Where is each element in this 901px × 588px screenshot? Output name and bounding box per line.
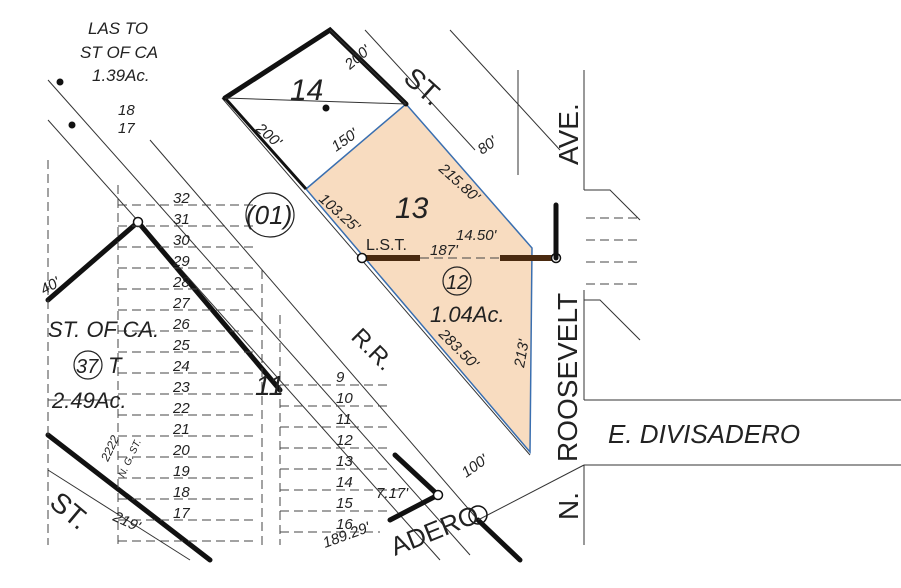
street-n: N. [553, 492, 584, 520]
dim-80: 80' [475, 132, 502, 158]
block-point-a [132, 216, 144, 228]
parcel-14-line [329, 29, 407, 105]
parcel-01-circle [245, 192, 295, 238]
lot-number: 21 [172, 421, 190, 438]
dim-187: 187' [430, 242, 459, 259]
street-edge-2 [449, 29, 561, 151]
lot-number: 18 [118, 102, 135, 119]
parcel-37-suffix: T [108, 353, 123, 378]
street-ave: AVE. [553, 103, 584, 165]
lot-number: 25 [172, 337, 190, 354]
lst-point-west [356, 252, 368, 264]
right-block-2 [584, 299, 641, 341]
lot-number: 11 [336, 411, 352, 428]
lot-lines-left [117, 185, 263, 545]
dim-213: 213' [511, 337, 533, 370]
n-g-street-edge [47, 469, 191, 561]
lot-number: 20 [172, 442, 190, 459]
block-point-b [432, 489, 444, 501]
lot-number: 18 [173, 484, 190, 501]
dim-40: 40' [38, 273, 64, 298]
lst-label: L.S.T. [366, 237, 407, 254]
lot-lines-right [47, 160, 400, 545]
lot-number: 24 [172, 358, 190, 375]
block-bold-right [392, 452, 441, 498]
lot-number: 23 [172, 379, 190, 396]
parcel-12-label: 12 [446, 272, 468, 294]
parcel-14-label: 14 [290, 74, 323, 107]
lot-number: 30 [173, 232, 190, 249]
lot-numbers-left: 32 31 30 29 28 27 26 25 24 23 22 21 20 19 18 17 [172, 190, 190, 522]
parcel-14-point [322, 104, 330, 112]
lot-number: 31 [173, 211, 190, 228]
parcel-37-label: 37 [76, 356, 99, 378]
parcel-12-area: 1.04Ac. [430, 302, 505, 327]
parcel-37-area: 2.49Ac. [51, 388, 127, 413]
owner-st-of-ca-top: ST OF CA [80, 43, 158, 62]
street-roosevelt: ROOSEVELT [552, 293, 583, 462]
lot-number: 14 [336, 474, 353, 491]
highlighted-parcel[interactable] [304, 102, 533, 455]
survey-point-2 [68, 121, 76, 129]
street-adero: ADERO [386, 499, 483, 561]
street-st-left: ST. [44, 486, 95, 536]
parcel-14-bottom [223, 97, 308, 190]
parcel-13-label: 13 [395, 192, 429, 225]
lot-number: 27 [172, 295, 190, 312]
block-bold-low [475, 517, 523, 563]
lot-number: 10 [336, 390, 353, 407]
street-e-divisadero: E. DIVISADERO [608, 419, 800, 449]
lot-number: 13 [336, 453, 353, 470]
owner-st-of-ca-mid: ST. OF CA. [48, 317, 159, 342]
parcel-01-label: (01) [246, 200, 292, 230]
lot-number: 22 [172, 400, 190, 417]
street-edge [364, 29, 476, 151]
right-block [584, 189, 641, 221]
lot-number: 17 [173, 505, 190, 522]
block-bold-right-2 [387, 492, 441, 523]
lot-number: 17 [118, 120, 135, 137]
block-bottom-bold [45, 432, 213, 563]
railroad-centerline [47, 119, 441, 561]
street-rr: R.R. [346, 323, 399, 376]
lot-number: 32 [173, 190, 190, 207]
lot-number: 9 [336, 369, 345, 386]
railroad-line-outer [47, 79, 471, 556]
divisadero-circle [468, 505, 488, 525]
owner-las-top: LAS TO [88, 19, 148, 38]
parcel-12-circle [442, 266, 472, 296]
street-ng-st: N. G. ST. [117, 438, 144, 480]
divisadero-diag [477, 464, 585, 521]
lot-number: 28 [172, 274, 190, 291]
dim-100: 100' [459, 451, 493, 482]
survey-point-1 [56, 78, 64, 86]
railroad-boundary-right [221, 97, 531, 456]
area-top-left: 1.39Ac. [92, 66, 150, 85]
parcel-37-circle [73, 350, 103, 380]
parcel-14-divider [224, 97, 407, 105]
lot-number: 15 [336, 495, 353, 512]
lot-numbers-right: 9 10 11 12 13 14 15 16 [336, 369, 353, 533]
railroad-boundary-left [149, 139, 479, 521]
parcel-11-label: 11 [255, 370, 284, 401]
lot-number: 19 [173, 463, 190, 480]
lot-number: 26 [172, 316, 190, 333]
lot-number: 12 [336, 432, 353, 449]
lot-number: 16 [336, 516, 353, 533]
dim-14-50: 14.50' [456, 227, 498, 244]
lot-number: 29 [172, 253, 190, 270]
dim-7-17: 7.17' [376, 485, 409, 502]
